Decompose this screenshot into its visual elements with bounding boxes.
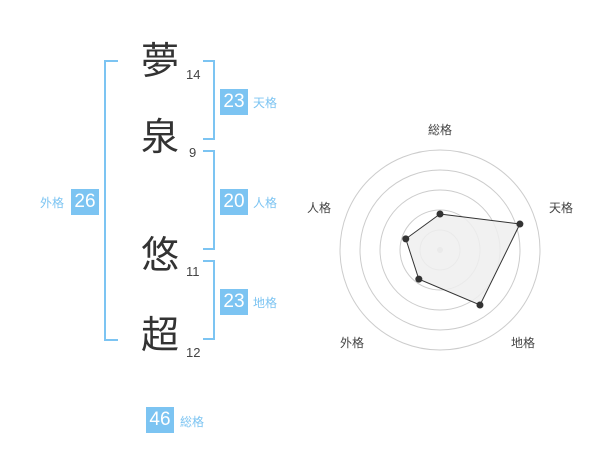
radar-point-1 [436,210,444,218]
name-char-1: 夢 [141,39,180,83]
radar-axis-label-chikaku: 地格 [511,336,536,350]
radar-point-2 [516,220,524,228]
radar-axis-label-soukaku: 総格 [428,123,453,137]
tenkaku-value-badge: 23 [220,89,248,115]
name-char-4: 超 [141,313,180,357]
radar-ring [339,149,541,351]
stroke-count-1: 14 [186,67,201,82]
radar-point-5 [402,235,410,243]
radar-point-3 [476,301,484,309]
radar-series-area [405,213,521,306]
radar-axis-label-gaikaku: 外格 [340,336,365,350]
chikaku-bracket [203,260,215,340]
gaikaku-label: 外格 [40,196,65,210]
radar-point-4 [415,275,423,283]
stroke-count-4: 12 [186,345,201,360]
name-char-3: 悠 [141,233,180,277]
soukaku-value-badge: 46 [146,407,174,433]
radar-ring [359,169,521,331]
jinkaku-label: 人格 [253,196,278,210]
tenkaku-label: 天格 [253,96,278,110]
tenkaku-bracket [203,60,215,140]
gaikaku-bracket [104,60,118,341]
gaikaku-value-badge: 26 [71,189,99,215]
soukaku-label: 総格 [180,415,205,429]
name-char-2: 泉 [141,115,180,159]
radar-axis-label-jinkaku: 人格 [307,201,332,215]
radar-axis-label-tenkaku: 天格 [549,201,574,215]
jinkaku-value-badge: 20 [220,189,248,215]
jinkaku-bracket [203,150,215,250]
chikaku-label: 地格 [253,296,278,310]
stroke-count-2: 9 [189,145,197,160]
chikaku-value-badge: 23 [220,289,248,315]
stroke-count-3: 11 [186,264,200,279]
